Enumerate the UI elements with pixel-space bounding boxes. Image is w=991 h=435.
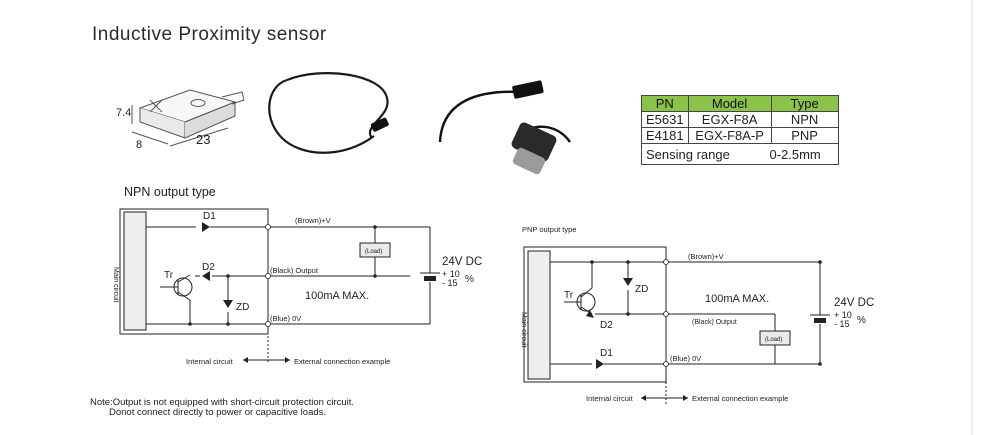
pnp-tr-label: Tr [564, 290, 574, 301]
pnp-d1-label: D1 [600, 348, 613, 359]
npn-zd-label: ZD [236, 302, 249, 313]
npn-current-label: 100mA MAX. [305, 290, 369, 302]
table-row: E5631 EGX-F8A NPN [641, 111, 839, 128]
cell-type: NPN [770, 111, 839, 128]
pnp-main-circuit-label: Main circuit [520, 312, 527, 347]
header-type: Type [770, 95, 839, 112]
pnp-current-label: 100mA MAX. [705, 293, 769, 305]
sensing-range-value: 0-2.5mm [769, 146, 821, 162]
npn-tol-minus: - 15 [442, 278, 458, 288]
header-pn: PN [641, 95, 689, 112]
cell-pn: E4181 [641, 127, 689, 144]
note-line-1: Note:Output is not equipped with short-c… [90, 397, 355, 408]
header-model: Model [687, 95, 772, 112]
pnp-external-label: External connection example [692, 394, 788, 403]
npn-voltage-label: 24V DC [442, 256, 482, 268]
npn-main-circuit-label: Main circuit [112, 267, 119, 302]
pnp-brown-label: (Brown)+V [688, 252, 724, 261]
dim-depth-label: 8 [136, 139, 142, 151]
spec-table: PN Model Type E5631 EGX-F8A NPN E4181 EG… [641, 95, 839, 165]
cell-model: EGX-F8A [687, 111, 772, 128]
cell-pn: E5631 [641, 111, 689, 128]
pnp-zd-label: ZD [635, 284, 648, 295]
pnp-black-label: (Black) Output [692, 319, 737, 326]
npn-tr-label: Tr [164, 270, 174, 281]
pnp-percent: % [857, 315, 866, 326]
pnp-d2-label: D2 [600, 320, 613, 331]
pnp-load-label: (Load) [765, 337, 782, 343]
sensor-connector-photo [438, 80, 571, 175]
npn-title: NPN output type [124, 185, 216, 199]
pnp-title: PNP output type [522, 225, 576, 234]
spec-table-header: PN Model Type [641, 95, 839, 112]
npn-percent: % [465, 274, 474, 285]
npn-circuit-diagram: NPN output type [112, 185, 482, 366]
npn-external-label: External connection example [294, 357, 390, 366]
npn-blue-label: (Blue) 0V [270, 314, 301, 323]
sensor-cable-photo [268, 72, 389, 154]
npn-tol-plus: + 10 [442, 269, 460, 279]
page-title: Inductive Proximity sensor [92, 24, 327, 45]
npn-d1-label: D1 [203, 211, 216, 222]
npn-load-label: (Load) [365, 249, 382, 255]
cell-model: EGX-F8A-P [687, 127, 772, 144]
pnp-tol-minus: - 15 [834, 319, 850, 329]
pnp-voltage-label: 24V DC [834, 297, 874, 309]
table-row-sensing: Sensing range 0-2.5mm [641, 143, 839, 165]
right-divider [971, 0, 973, 435]
cell-type: PNP [770, 127, 839, 144]
dim-height-label: 7.4 [116, 107, 131, 119]
npn-black-label: (Black) Output [270, 266, 319, 275]
pnp-blue-label: (Blue) 0V [670, 354, 701, 363]
npn-internal-label: Internal circuit [186, 357, 234, 366]
sensing-range-label: Sensing range [646, 146, 730, 162]
table-row: E4181 EGX-F8A-P PNP [641, 127, 839, 144]
dim-length-label: 23 [196, 132, 210, 147]
npn-brown-label: (Brown)+V [295, 216, 331, 225]
pnp-circuit-diagram: PNP output type [520, 225, 874, 404]
npn-d2-label: D2 [202, 262, 215, 273]
dimension-drawing: 7.4 8 23 [116, 89, 245, 151]
pnp-internal-label: Internal circuit [586, 394, 634, 403]
note-line-2: Donot connect directly to power or capac… [109, 407, 327, 418]
pnp-tol-plus: + 10 [834, 310, 852, 320]
